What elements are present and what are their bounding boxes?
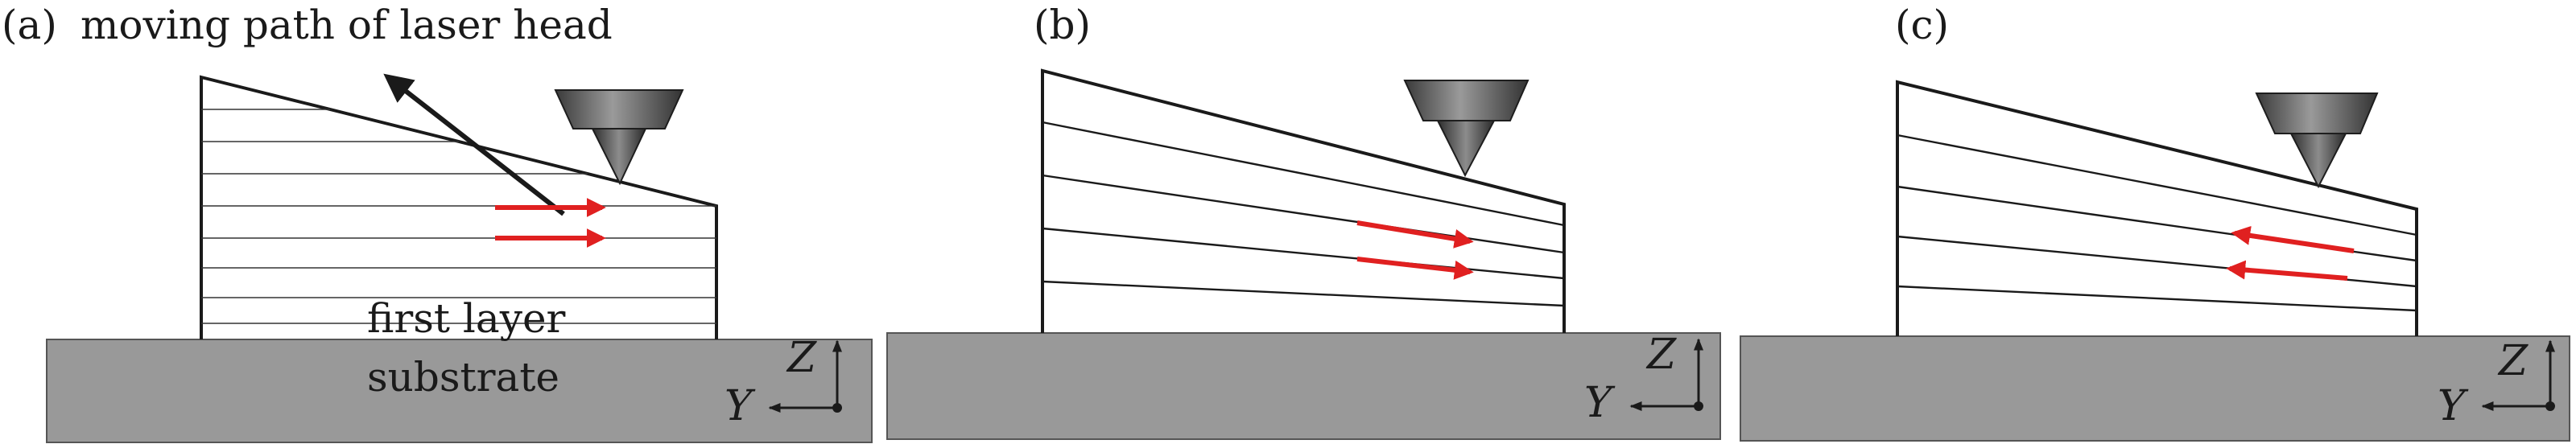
panel-c: (c) Z Y [1740, 2, 2570, 442]
deposited-part-outline [1041, 68, 1566, 333]
scan-arrow-icon [1356, 220, 1474, 249]
axis-y-label: Y [2438, 382, 2469, 430]
scan-arrow-icon [2226, 260, 2348, 281]
laser-nozzle-icon [554, 89, 684, 186]
axis-y-label: Y [724, 382, 756, 430]
coordinate-axes-icon [2481, 339, 2555, 411]
panel-label: (c) [1895, 2, 1949, 48]
panel-title: moving path of laser head [80, 2, 613, 48]
scan-arrow-icon [2231, 225, 2355, 253]
first-layer-label: first layer [367, 295, 566, 342]
deposited-part-outline [1896, 80, 2418, 336]
axis-z-label: Z [2497, 337, 2529, 385]
path-arrow-icon [383, 73, 565, 216]
layer-lines [201, 109, 716, 324]
axis-z-label: Z [1645, 331, 1677, 379]
axis-z-label: Z [786, 334, 817, 382]
coordinate-axes-icon [768, 339, 842, 413]
substrate-label: substrate [367, 354, 559, 401]
substrate-block [886, 332, 1721, 440]
coordinate-axes-icon [1629, 338, 1703, 411]
layer-lines [1042, 121, 1565, 307]
substrate-block [46, 339, 873, 443]
panel-b: (b) Z Y [886, 2, 1721, 440]
substrate-block [1740, 335, 2570, 442]
panel-a: (a) moving path of laser head first laye… [2, 2, 873, 443]
scan-arrow-icon [1356, 257, 1474, 280]
laser-nozzle-icon [1403, 80, 1530, 178]
axis-y-label: Y [1584, 379, 1616, 427]
panel-label: (b) [1034, 2, 1091, 48]
panel-label: (a) [2, 2, 57, 48]
laser-nozzle-icon [2255, 92, 2379, 189]
layer-lines [1897, 134, 2417, 312]
